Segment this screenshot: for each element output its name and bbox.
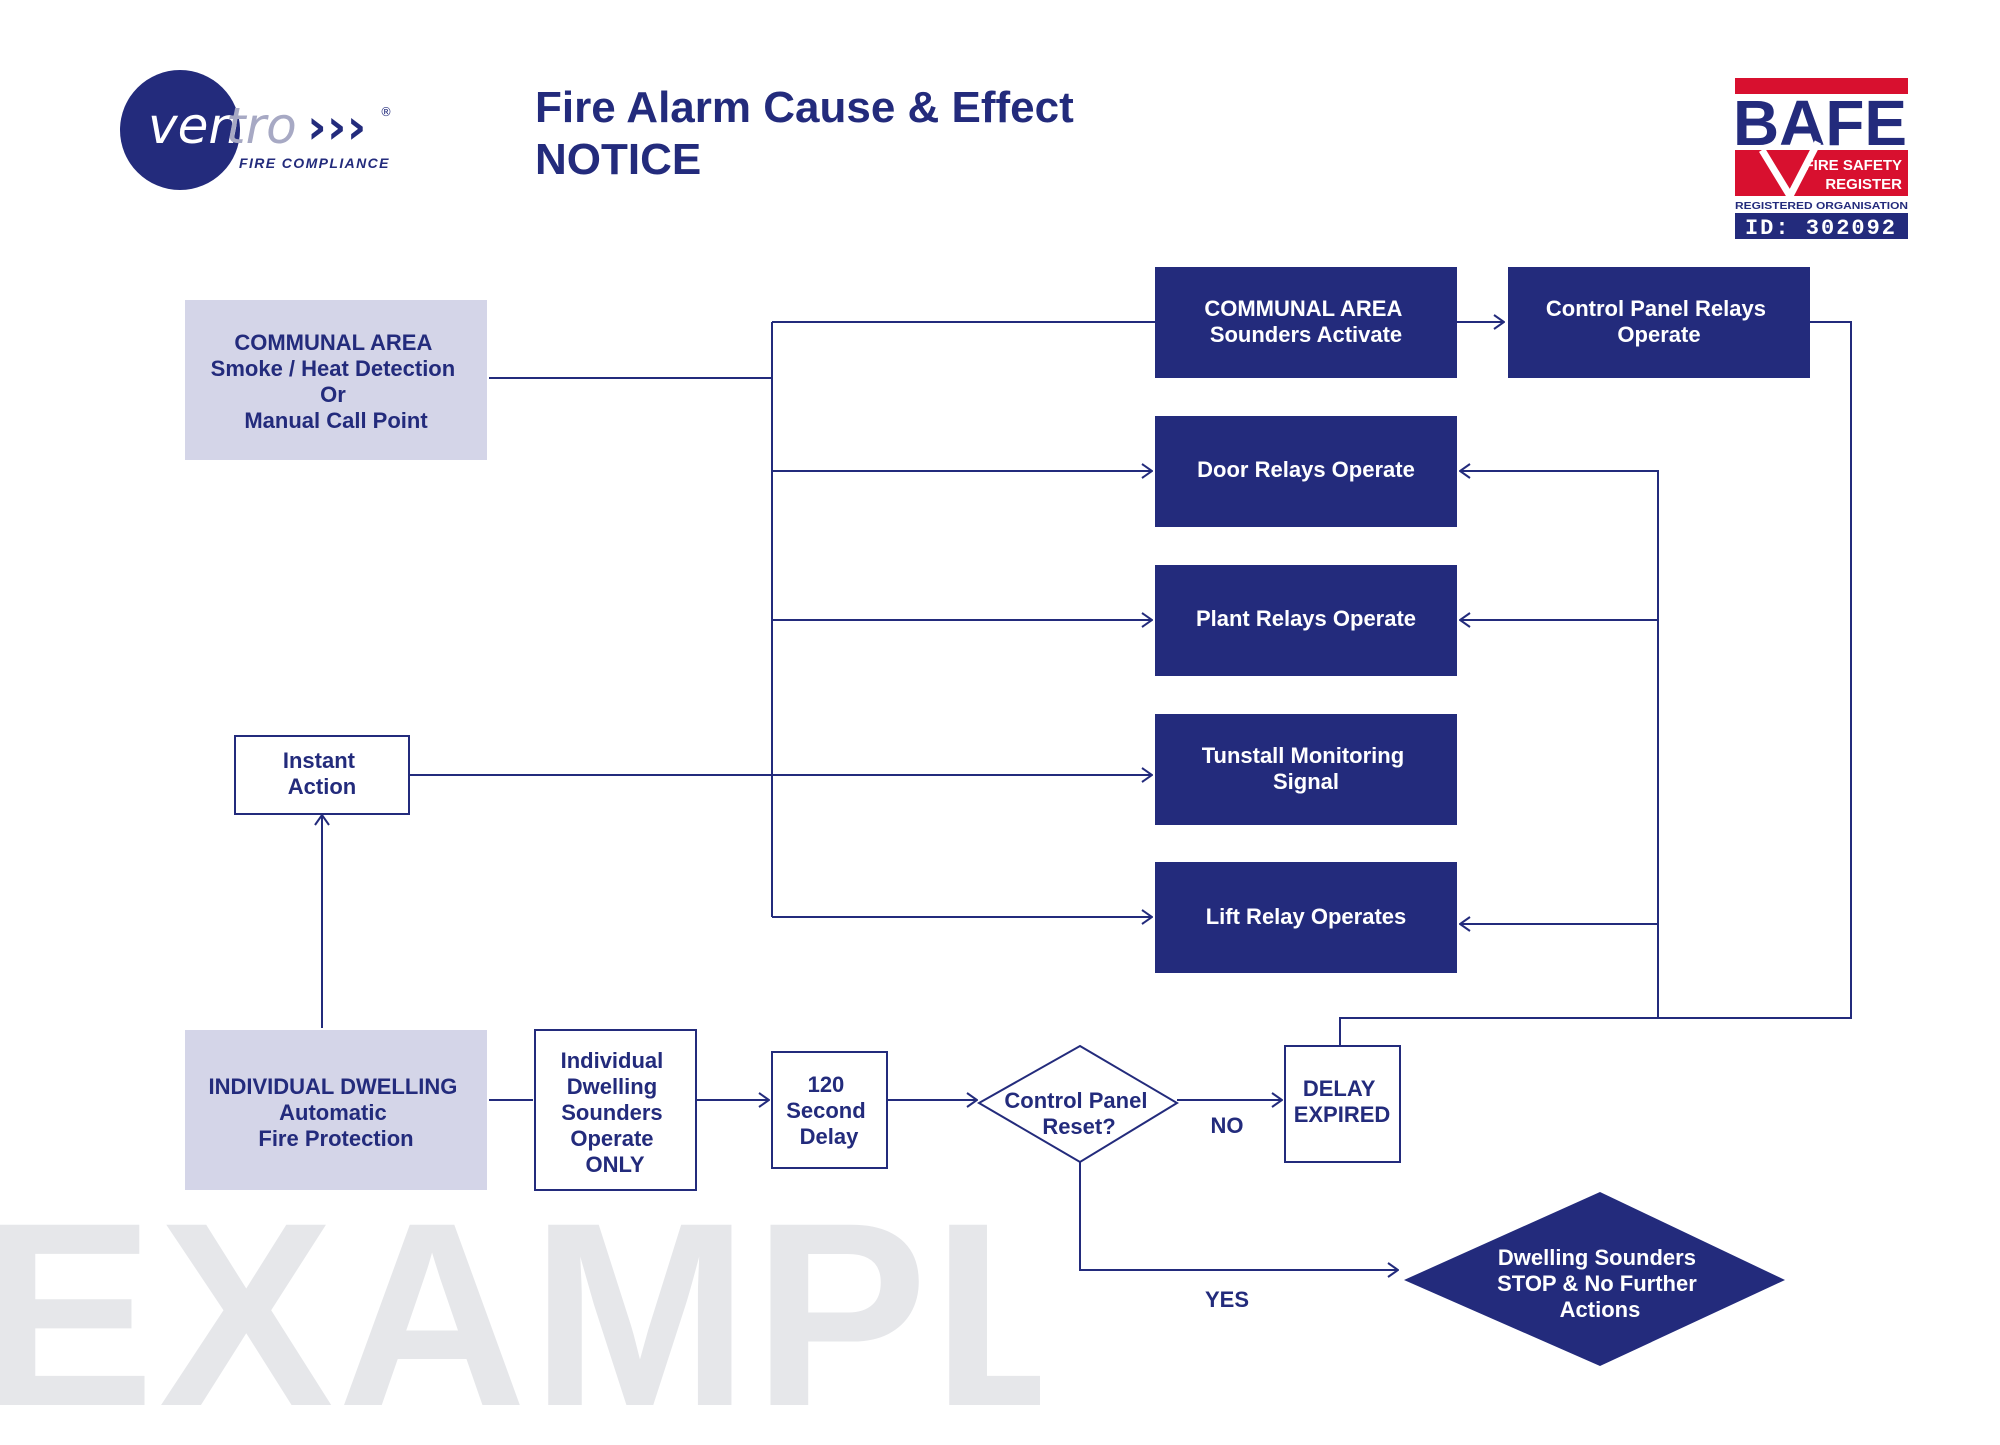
- ventro-tagline: FIRE COMPLIANCE: [239, 155, 390, 171]
- reset-decision-diamond: [976, 1044, 1179, 1164]
- stop-actions-label: Dwelling Sounders STOP & No Further Acti…: [1497, 1245, 1703, 1322]
- page-title-line2: NOTICE: [535, 135, 701, 184]
- control-panel-relays-label: Control Panel Relays Operate: [1546, 296, 1772, 347]
- bafe-banner-line2: REGISTER: [1825, 176, 1902, 193]
- communal-sounders-label: COMMUNAL AREA Sounders Activate: [1204, 296, 1407, 347]
- bafe-wordmark: BAFE: [1733, 87, 1907, 159]
- edge-control-relays-to-delay-expired: [1339, 321, 1852, 1045]
- instant-action-box: [234, 735, 410, 815]
- stop-actions-diamond: [1404, 1192, 1785, 1366]
- plant-relays-box: [1155, 565, 1457, 676]
- instant-action-label: Instant Action: [283, 748, 361, 799]
- door-relays-label: Door Relays Operate: [1197, 457, 1415, 482]
- ventro-word-tro: tro: [226, 97, 297, 155]
- ventro-logo: ven tro ››› ® FIRE COMPLIANCE: [120, 70, 392, 190]
- control-panel-relays-box: [1508, 267, 1810, 378]
- example-watermark: EXAMPLE: [0, 1185, 1040, 1445]
- communal-sounders-box: [1155, 267, 1457, 378]
- bafe-check-icon: [1759, 140, 1822, 204]
- edge-label-no: NO: [1211, 1113, 1244, 1138]
- ventro-registered-mark: ®: [380, 105, 392, 119]
- dwelling-sounders-box: [534, 1029, 697, 1191]
- lift-relay-box: [1155, 862, 1457, 973]
- bafe-logo: BAFE FIRE SAFETY REGISTER REGISTERED ORG…: [1733, 78, 1908, 241]
- reset-decision-label: Control Panel Reset?: [1004, 1088, 1153, 1139]
- lift-relay-label: Lift Relay Operates: [1206, 904, 1407, 929]
- bafe-top-band: [1735, 78, 1908, 94]
- ventro-word-ven: ven: [148, 97, 240, 155]
- ventro-arrows-icon: ›››: [307, 99, 366, 155]
- delay-expired-label: DELAY EXPIRED: [1294, 1076, 1391, 1127]
- delay-120-label: 120 Second Delay: [786, 1072, 872, 1149]
- tunstall-monitoring-label: Tunstall Monitoring Signal: [1202, 743, 1411, 794]
- bafe-id: ID: 302092: [1745, 216, 1897, 241]
- communal-detection-label: COMMUNAL AREA Smoke / Heat Detection Or …: [211, 330, 462, 433]
- delay-expired-box: [1284, 1045, 1401, 1163]
- edge-label-yes: YES: [1205, 1287, 1249, 1312]
- edge-bus-to-door-relays: [1460, 471, 1659, 1018]
- bafe-id-band: [1735, 213, 1908, 239]
- connectors: [322, 321, 1852, 1270]
- door-relays-box: [1155, 416, 1457, 527]
- ventro-logo-circle: [120, 70, 240, 190]
- delay-120-box: [771, 1051, 888, 1169]
- cause-effect-diagram: ven tro ››› ® FIRE COMPLIANCE Fire Alarm…: [120, 70, 1908, 1366]
- edge-reset-yes-to-stop: [1079, 1162, 1398, 1270]
- bafe-banner-line1: FIRE SAFETY: [1804, 157, 1902, 174]
- page-title-line1: Fire Alarm Cause & Effect: [535, 83, 1074, 132]
- dwelling-protection-label: INDIVIDUAL DWELLING Automatic Fire Prote…: [208, 1074, 463, 1151]
- dwelling-protection-box: [185, 1030, 487, 1190]
- plant-relays-label: Plant Relays Operate: [1196, 606, 1416, 631]
- bafe-registered-org: REGISTERED ORGANISATION: [1735, 201, 1908, 212]
- tunstall-monitoring-box: [1155, 714, 1457, 825]
- dwelling-sounders-label: Individual Dwelling Sounders Operate ONL…: [561, 1048, 670, 1177]
- communal-detection-box: [185, 300, 487, 460]
